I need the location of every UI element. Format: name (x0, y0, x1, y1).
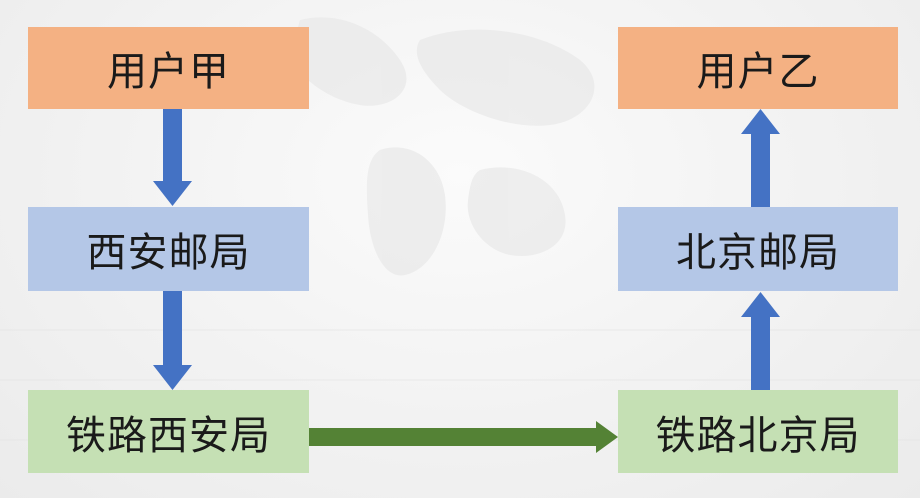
node-xian-rail: 铁路西安局 (28, 390, 309, 473)
node-sender: 用户甲 (28, 27, 309, 109)
node-beijing-post: 北京邮局 (618, 207, 898, 291)
arrow-beijing-rail-to-beijing-post (741, 292, 780, 390)
node-beijing-post-label: 北京邮局 (676, 230, 840, 276)
node-receiver-label: 用户乙 (696, 49, 820, 95)
node-xian-post-label: 西安邮局 (86, 230, 251, 276)
node-xian-post: 西安邮局 (28, 207, 309, 291)
arrow-xian-rail-to-beijing-rail (309, 421, 618, 453)
node-beijing-rail-label: 铁路北京局 (655, 412, 861, 459)
arrow-sender-to-xian-post (153, 109, 192, 206)
node-beijing-rail: 铁路北京局 (618, 390, 898, 473)
node-sender-label: 用户甲 (107, 49, 230, 95)
arrow-beijing-post-to-receiver (741, 109, 780, 207)
node-receiver: 用户乙 (618, 27, 898, 109)
arrow-xian-post-to-xian-rail (153, 291, 192, 390)
node-xian-rail-label: 铁路西安局 (66, 412, 271, 459)
